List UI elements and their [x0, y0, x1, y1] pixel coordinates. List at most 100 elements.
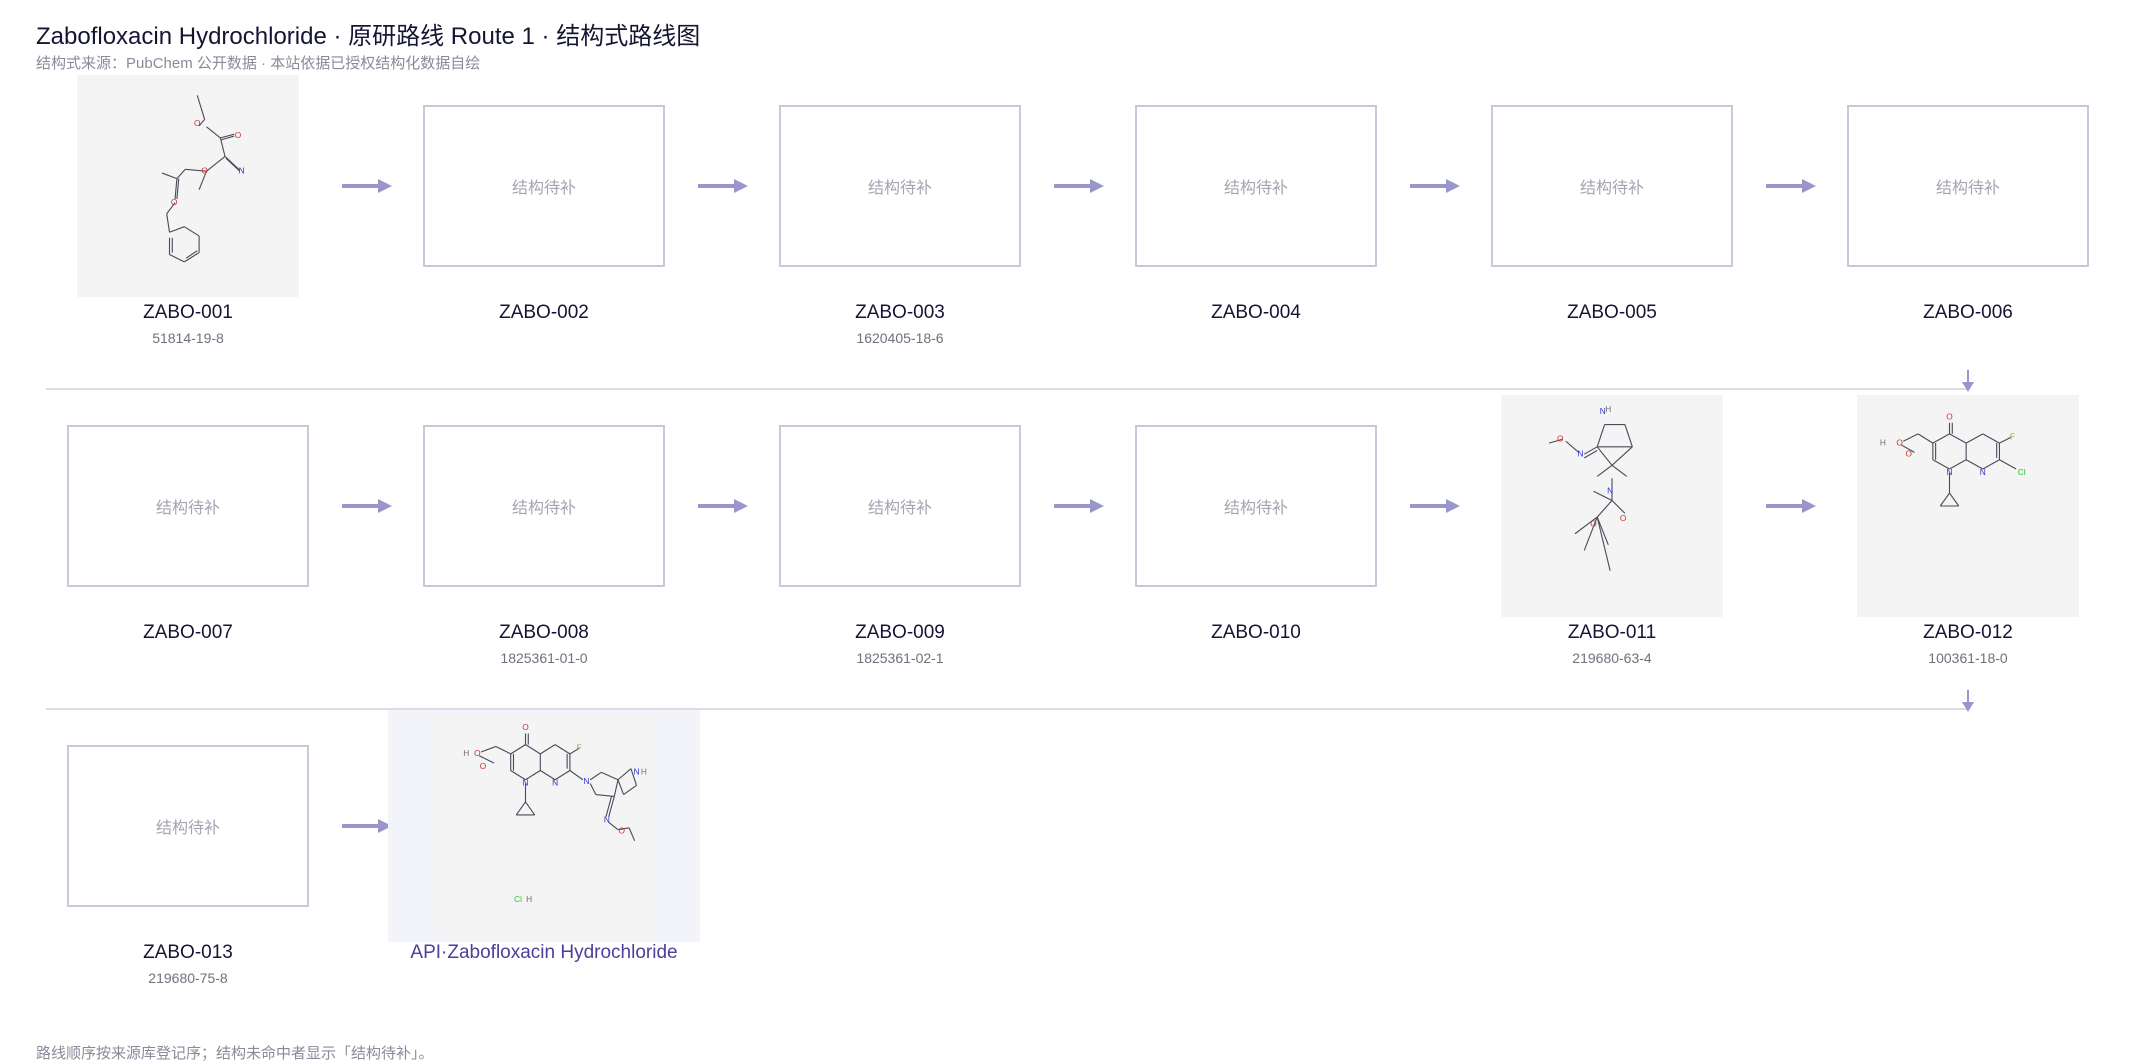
route-arrow	[698, 499, 748, 513]
bond	[184, 252, 200, 263]
bond	[1596, 446, 1613, 466]
bond	[608, 821, 619, 831]
bond	[1949, 433, 1967, 444]
bond	[595, 793, 615, 797]
atom-label: O	[1557, 434, 1564, 444]
atom-label: O	[1620, 513, 1627, 523]
atom-label: N	[584, 776, 590, 786]
bond	[1949, 459, 1967, 470]
route-arrow	[1766, 499, 1816, 513]
bond	[510, 744, 526, 755]
bond	[1583, 446, 1598, 455]
route-arrow	[342, 179, 392, 193]
bond	[1901, 444, 1915, 453]
bond	[174, 178, 178, 200]
bond	[479, 755, 495, 764]
cas-number: 1825361-01-0	[500, 650, 588, 666]
bond	[525, 744, 541, 755]
bond	[1611, 464, 1628, 477]
bond	[510, 770, 526, 781]
bond	[166, 202, 176, 215]
bond	[225, 157, 241, 172]
bond	[540, 770, 556, 781]
atom-label: O	[1590, 519, 1597, 529]
bond	[1939, 492, 1950, 507]
bond	[1548, 438, 1563, 444]
bond	[1982, 433, 2000, 444]
bond	[569, 770, 584, 781]
bond	[176, 178, 180, 200]
structure-placeholder: 结构待补	[1491, 105, 1733, 267]
atom-label: N	[604, 815, 610, 825]
bond	[1949, 492, 1960, 507]
atom-label: H	[526, 894, 532, 904]
compound-id: ZABO-007	[143, 622, 233, 643]
atom-label: H	[1605, 404, 1611, 414]
row-separator	[46, 388, 1968, 390]
bond	[569, 747, 580, 755]
bond	[224, 155, 240, 170]
atom-label: Cl	[514, 894, 522, 904]
bond	[1611, 446, 1633, 466]
atom-label: O	[171, 197, 178, 207]
bond	[1574, 516, 1598, 535]
atom-label: N	[633, 767, 639, 777]
bond	[1593, 490, 1613, 501]
compound-id: ZABO-006	[1923, 302, 2013, 323]
atom-label: O	[618, 826, 625, 836]
bond	[1596, 516, 1609, 546]
bond	[613, 779, 619, 797]
bond	[628, 827, 636, 842]
bond	[617, 779, 625, 795]
atom-label: N	[1578, 448, 1584, 458]
bond	[515, 801, 526, 816]
compound-id: ZABO-002	[499, 302, 589, 323]
bond	[1903, 433, 1919, 442]
compound-id: ZABO-003	[855, 302, 945, 323]
route-arrow	[342, 499, 392, 513]
atom-label: O	[522, 722, 529, 732]
bond	[589, 771, 602, 781]
atom-label: N	[1607, 485, 1613, 495]
atom-label: F	[577, 743, 582, 753]
bond	[176, 168, 186, 179]
bond	[1583, 516, 1598, 551]
bond	[1596, 464, 1613, 477]
compound-id: ZABO-005	[1567, 302, 1657, 323]
cas-number: 1825361-02-1	[856, 650, 944, 666]
bond	[221, 135, 235, 141]
compound-id: ZABO-004	[1211, 302, 1301, 323]
bond	[1965, 459, 1984, 470]
bond	[196, 95, 206, 120]
structure-placeholder: 结构待补	[67, 745, 309, 907]
route-arrow	[1410, 179, 1460, 193]
bond	[525, 801, 536, 816]
bond	[589, 783, 597, 795]
bond	[185, 168, 207, 172]
bond	[166, 213, 171, 233]
atom-label: O	[194, 118, 201, 128]
down-arrow-icon	[1962, 370, 1974, 392]
bond	[1999, 437, 2011, 444]
compound-id: ZABO-001	[143, 302, 233, 323]
structure-placeholder: 结构待补	[1135, 105, 1377, 267]
bond	[1932, 433, 1950, 444]
bond	[1565, 440, 1580, 453]
compound-id: ZABO-013	[143, 942, 233, 963]
bond	[1965, 433, 1984, 444]
atom-label: O	[1946, 411, 1953, 421]
bond	[623, 784, 637, 796]
route-arrow	[1054, 499, 1104, 513]
bond	[605, 796, 613, 817]
bond	[198, 170, 208, 190]
cas-number: 219680-75-8	[148, 970, 228, 986]
atom-label: N	[1600, 406, 1606, 416]
row-separator	[46, 708, 1968, 710]
bond	[1999, 459, 2017, 470]
atom-label: O	[1896, 437, 1903, 447]
